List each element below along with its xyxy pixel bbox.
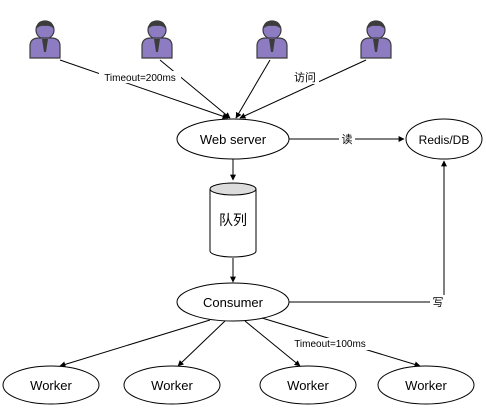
redis-db-label: Redis/DB (419, 133, 470, 147)
consumer-node: Consumer (176, 282, 290, 322)
user-edge (59, 59, 229, 120)
web-server-node: Web server (176, 118, 290, 160)
write-edge (289, 160, 447, 303)
worker-node: Worker (259, 365, 357, 405)
user-edge (239, 59, 367, 119)
worker-label: Worker (405, 378, 447, 393)
user-icon (29, 20, 61, 59)
read-label: 读 (342, 132, 353, 146)
user-icon (256, 20, 288, 59)
worker-label: Worker (30, 378, 72, 393)
consumer-worker-edge (244, 320, 301, 367)
user-edge (159, 59, 231, 119)
user-edge (235, 59, 271, 119)
web-server-label: Web server (200, 132, 267, 147)
worker-timeout-label: Timeout=100ms (294, 339, 366, 350)
worker-label: Worker (287, 378, 329, 393)
write-label: 写 (433, 296, 444, 309)
consumer-worker-edge (177, 320, 226, 367)
queue-label: 队列 (219, 212, 247, 228)
user-access-label: 访问 (294, 71, 316, 84)
worker-node: Worker (2, 365, 100, 405)
queue-node: 队列 (209, 182, 257, 258)
worker-node: Worker (123, 365, 221, 405)
user-icon (360, 20, 392, 59)
user-timeout-label: Timeout=200ms (104, 73, 176, 84)
worker-label: Worker (151, 378, 193, 393)
consumer-label: Consumer (203, 295, 264, 310)
redis-db-node: Redis/DB (405, 118, 483, 160)
user-icon (141, 20, 173, 59)
worker-node: Worker (377, 365, 475, 405)
consumer-worker-edge (59, 319, 211, 368)
